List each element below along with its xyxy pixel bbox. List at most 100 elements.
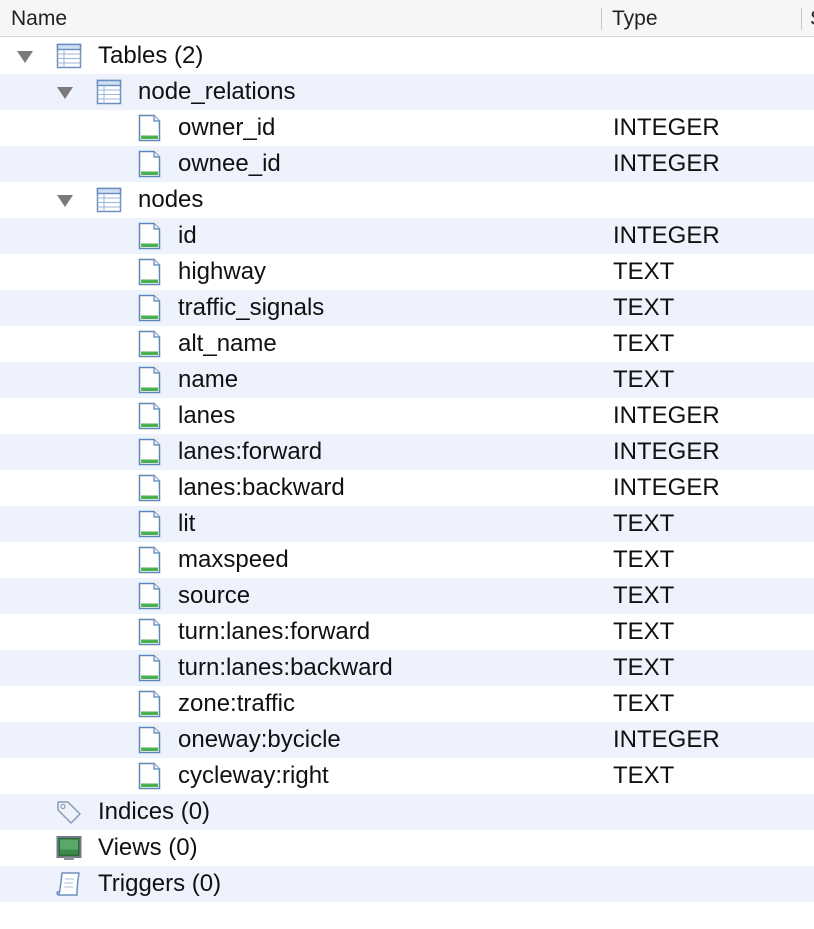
tree-item-column[interactable]: id INTEGER xyxy=(0,218,814,254)
header-schema[interactable]: S xyxy=(810,0,814,36)
tree-item-column[interactable]: lit TEXT xyxy=(0,506,814,542)
tree-item-column[interactable]: source TEXT xyxy=(0,578,814,614)
row-type-label: INTEGER xyxy=(613,726,720,753)
field-icon xyxy=(135,510,163,538)
row-name-label: turn:lanes:backward xyxy=(178,654,393,681)
field-icon xyxy=(135,114,163,142)
tree-item-tables[interactable]: Tables (2) xyxy=(0,38,814,74)
column-header: Name Type S xyxy=(0,0,814,37)
row-type-label: TEXT xyxy=(613,618,675,645)
row-name-label: highway xyxy=(178,258,267,285)
scroll-icon xyxy=(55,870,83,898)
disclosure-triangle-icon[interactable] xyxy=(57,195,73,207)
view-icon xyxy=(55,834,83,862)
field-icon xyxy=(135,402,163,430)
row-name-label: node_relations xyxy=(138,78,296,105)
row-type-label: TEXT xyxy=(613,510,675,537)
disclosure-triangle-icon[interactable] xyxy=(17,51,33,63)
row-name-label: turn:lanes:forward xyxy=(178,618,371,645)
tree-item-views[interactable]: Views (0) xyxy=(0,830,814,866)
row-type-label: INTEGER xyxy=(613,438,720,465)
row-type-label: TEXT xyxy=(613,654,675,681)
field-icon xyxy=(135,474,163,502)
tree-item-table[interactable]: node_relations xyxy=(0,74,814,110)
table-icon xyxy=(95,78,123,106)
row-name-label: name xyxy=(178,366,239,393)
row-type-label: TEXT xyxy=(613,258,675,285)
tree-item-triggers[interactable]: Triggers (0) xyxy=(0,866,814,902)
header-divider[interactable] xyxy=(801,8,802,30)
table-icon xyxy=(55,42,83,70)
row-type-label: INTEGER xyxy=(613,474,720,501)
row-type-label: TEXT xyxy=(613,330,675,357)
tree-item-column[interactable]: lanes:forward INTEGER xyxy=(0,434,814,470)
row-type-label: INTEGER xyxy=(613,402,720,429)
row-name-label: Tables (2) xyxy=(98,42,204,69)
row-name-label: lanes xyxy=(178,402,236,429)
row-name-label: zone:traffic xyxy=(178,690,295,717)
row-name-label: Triggers (0) xyxy=(98,870,222,897)
field-icon xyxy=(135,258,163,286)
header-name[interactable]: Name xyxy=(11,7,68,30)
row-type-label: TEXT xyxy=(613,690,675,717)
tree-item-column[interactable]: lanes:backward INTEGER xyxy=(0,470,814,506)
row-name-label: source xyxy=(178,582,251,609)
row-name-label: Indices (0) xyxy=(98,798,211,825)
disclosure-triangle-icon[interactable] xyxy=(57,87,73,99)
row-name-label: owner_id xyxy=(178,114,276,141)
row-type-label: TEXT xyxy=(613,294,675,321)
tree-item-column[interactable]: owner_id INTEGER xyxy=(0,110,814,146)
tree-item-indices[interactable]: Indices (0) xyxy=(0,794,814,830)
row-type-label: TEXT xyxy=(613,582,675,609)
field-icon xyxy=(135,690,163,718)
row-type-label: TEXT xyxy=(613,366,675,393)
tree-item-column[interactable]: turn:lanes:forward TEXT xyxy=(0,614,814,650)
row-type-label: INTEGER xyxy=(613,150,720,177)
row-name-label: cycleway:right xyxy=(178,762,329,789)
row-name-label: alt_name xyxy=(178,330,277,357)
tree-item-column[interactable]: ownee_id INTEGER xyxy=(0,146,814,182)
row-name-label: Views (0) xyxy=(98,834,198,861)
tree-item-column[interactable]: cycleway:right TEXT xyxy=(0,758,814,794)
tree-item-column[interactable]: lanes INTEGER xyxy=(0,398,814,434)
row-name-label: id xyxy=(178,222,197,249)
tree-item-column[interactable]: maxspeed TEXT xyxy=(0,542,814,578)
field-icon xyxy=(135,618,163,646)
tree-item-column[interactable]: traffic_signals TEXT xyxy=(0,290,814,326)
field-icon xyxy=(135,366,163,394)
field-icon xyxy=(135,654,163,682)
row-name-label: lanes:backward xyxy=(178,474,345,501)
field-icon xyxy=(135,762,163,790)
row-name-label: maxspeed xyxy=(178,546,289,573)
field-icon xyxy=(135,294,163,322)
row-name-label: lit xyxy=(178,510,196,537)
header-divider[interactable] xyxy=(601,8,602,30)
row-type-label: INTEGER xyxy=(613,114,720,141)
field-icon xyxy=(135,222,163,250)
field-icon xyxy=(135,726,163,754)
field-icon xyxy=(135,330,163,358)
row-type-label: TEXT xyxy=(613,762,675,789)
row-name-label: ownee_id xyxy=(178,150,281,177)
tree-item-column[interactable]: alt_name TEXT xyxy=(0,326,814,362)
row-name-label: oneway:bycicle xyxy=(178,726,341,753)
field-icon xyxy=(135,150,163,178)
tree-item-column[interactable]: highway TEXT xyxy=(0,254,814,290)
header-type[interactable]: Type xyxy=(612,7,658,30)
tree-item-table[interactable]: nodes xyxy=(0,182,814,218)
row-name-label: traffic_signals xyxy=(178,294,325,321)
tag-icon xyxy=(55,798,83,826)
row-type-label: INTEGER xyxy=(613,222,720,249)
field-icon xyxy=(135,438,163,466)
row-type-label: TEXT xyxy=(613,546,675,573)
tree-item-column[interactable]: oneway:bycicle INTEGER xyxy=(0,722,814,758)
field-icon xyxy=(135,546,163,574)
tree-item-column[interactable]: turn:lanes:backward TEXT xyxy=(0,650,814,686)
tree-item-column[interactable]: name TEXT xyxy=(0,362,814,398)
tree-item-column[interactable]: zone:traffic TEXT xyxy=(0,686,814,722)
field-icon xyxy=(135,582,163,610)
row-name-label: lanes:forward xyxy=(178,438,323,465)
table-icon xyxy=(95,186,123,214)
